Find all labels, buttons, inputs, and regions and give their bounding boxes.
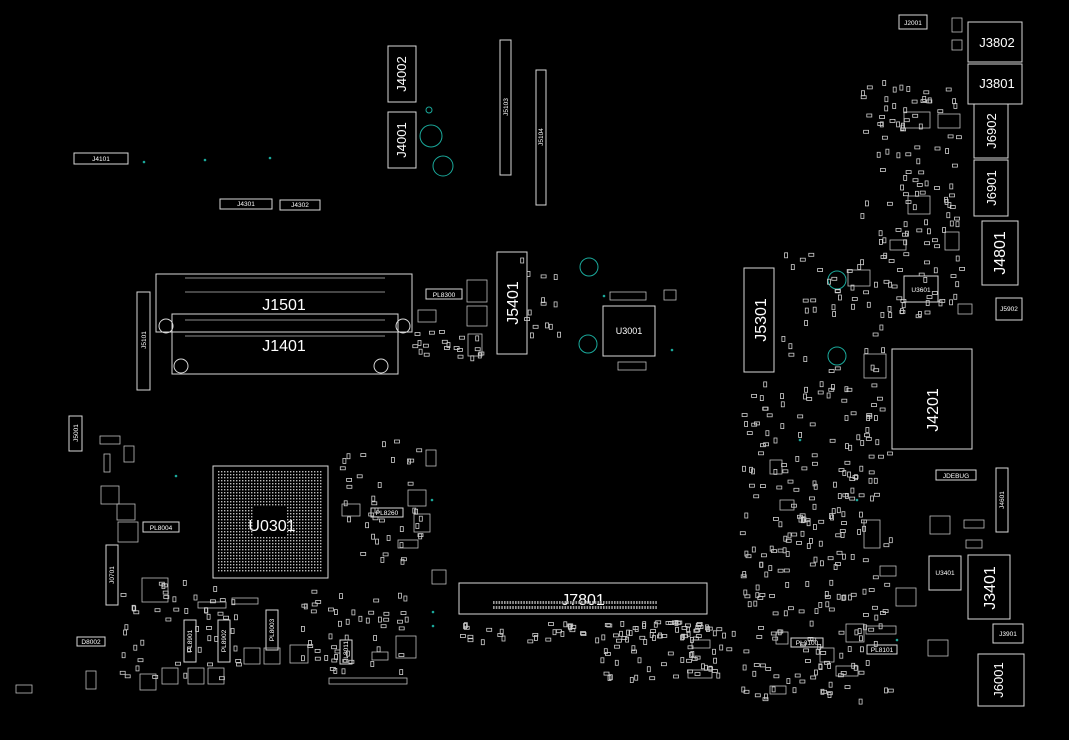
component-J5401[interactable]: J5401 [496, 251, 528, 355]
component-J2001[interactable]: J2001 [898, 14, 928, 30]
j7801-pin-row [493, 601, 657, 609]
mounting-hole [419, 124, 443, 148]
label-J4201: J4201 [925, 388, 942, 432]
decorative-pads [119, 80, 965, 705]
label-PL8260: PL8260 [376, 510, 399, 517]
label-J3801: J3801 [979, 76, 1014, 91]
bga-balls [218, 471, 322, 572]
label-JDEBUG: JDEBUG [943, 473, 969, 480]
component-PL8901[interactable]: PL8901 [183, 619, 197, 663]
component-PL8101[interactable]: PL8101 [866, 644, 898, 655]
component-PL8004[interactable]: PL8004 [142, 521, 180, 533]
component-PL3100[interactable]: PL3100 [790, 637, 824, 648]
component-U3401[interactable]: U3401 [928, 555, 962, 591]
component-J5001[interactable]: J5001 [68, 415, 83, 452]
label-J5101: J5101 [141, 331, 148, 349]
label-J4101: J4101 [92, 156, 110, 163]
component-J4302[interactable]: J4302 [279, 199, 321, 211]
label-J0701: J0701 [109, 566, 116, 584]
label-J1501: J1501 [262, 297, 306, 314]
mounting-hole [578, 334, 598, 354]
label-U0301: U0301 [248, 518, 295, 535]
component-J3901[interactable]: J3901 [992, 623, 1024, 644]
label-J3802: J3802 [979, 35, 1014, 50]
component-J3802[interactable]: J3802 [967, 21, 1023, 63]
component-J5301[interactable]: J5301 [743, 267, 775, 373]
label-U3001: U3001 [616, 326, 643, 336]
component-PL8300[interactable]: PL8300 [425, 288, 463, 300]
label-J3901: J3901 [999, 631, 1017, 638]
component-J5902[interactable]: J5902 [995, 297, 1023, 321]
label-J6901: J6901 [984, 170, 999, 205]
label-J5001: J5001 [73, 424, 80, 442]
component-U0301[interactable]: U0301 [212, 465, 329, 579]
component-U3601[interactable]: U3601 [903, 275, 939, 303]
component-J0701[interactable]: J0701 [105, 544, 119, 606]
label-J5902: J5902 [1000, 306, 1018, 313]
label-J6902: J6902 [984, 113, 999, 148]
label-PL8003: PL8003 [269, 618, 276, 641]
component-PL8003[interactable]: PL8003 [265, 609, 279, 651]
label-J5301: J5301 [753, 298, 770, 342]
component-J5101[interactable]: J5101 [136, 291, 151, 391]
label-J5401: J5401 [505, 281, 522, 325]
label-J6001: J6001 [991, 662, 1006, 697]
label-J3401: J3401 [982, 566, 999, 610]
component-J1401[interactable]: J1401 [158, 313, 411, 375]
component-J4801[interactable]: J4801 [981, 220, 1019, 286]
label-J2001: J2001 [904, 20, 922, 27]
component-J5104[interactable]: J5104 [535, 69, 547, 206]
component-D8002[interactable]: D8002 [76, 636, 106, 647]
component-J4101[interactable]: J4101 [73, 152, 129, 165]
label-J4302: J4302 [291, 202, 309, 209]
mounting-hole [579, 257, 599, 277]
component-PL8260[interactable]: PL8260 [370, 507, 404, 518]
component-J6001[interactable]: J6001 [977, 653, 1025, 707]
label-PL8901: PL8901 [187, 629, 194, 652]
component-J6901[interactable]: J6901 [973, 159, 1009, 217]
component-J6902[interactable]: J6902 [973, 103, 1009, 159]
label-J5103: J5103 [503, 98, 510, 116]
component-J4201[interactable]: J4201 [891, 348, 973, 450]
label-J4002: J4002 [394, 56, 409, 91]
mounting-hole [827, 346, 847, 366]
label-U3601: U3601 [911, 287, 931, 294]
component-J4002[interactable]: J4002 [387, 45, 417, 103]
component-J3801[interactable]: J3801 [967, 63, 1023, 105]
label-U3401: U3401 [935, 570, 955, 577]
label-J4801: J4801 [992, 231, 1009, 275]
label-J4601: J4601 [999, 491, 1006, 509]
label-D8002: D8002 [81, 639, 101, 646]
small-components [15, 17, 985, 695]
component-J5103[interactable]: J5103 [499, 39, 512, 176]
component-PL8902[interactable]: PL8902 [217, 619, 231, 663]
component-U3001[interactable]: U3001 [602, 305, 656, 357]
label-PL8902: PL8902 [221, 629, 228, 652]
mounting-hole [425, 106, 433, 114]
component-J4001[interactable]: J4001 [387, 111, 417, 169]
label-PL8300: PL8300 [433, 292, 456, 299]
label-PL8101: PL8101 [871, 647, 894, 654]
label-PL8004: PL8004 [150, 525, 173, 532]
label-J4301: J4301 [237, 201, 255, 208]
component-J4301[interactable]: J4301 [219, 198, 273, 210]
component-J1501[interactable]: J1501 [155, 273, 413, 333]
label-J4001: J4001 [394, 122, 409, 157]
label-J5104: J5104 [538, 128, 545, 146]
component-J4601[interactable]: J4601 [995, 467, 1009, 533]
label-PL3100: PL3100 [796, 640, 819, 647]
component-J3401[interactable]: J3401 [967, 554, 1011, 620]
component-JDEBUG[interactable]: JDEBUG [935, 469, 977, 481]
label-J1401: J1401 [262, 338, 306, 355]
mounting-hole [432, 155, 454, 177]
component-J7801[interactable]: J7801 [458, 582, 708, 615]
label-J7801: J7801 [561, 592, 605, 609]
